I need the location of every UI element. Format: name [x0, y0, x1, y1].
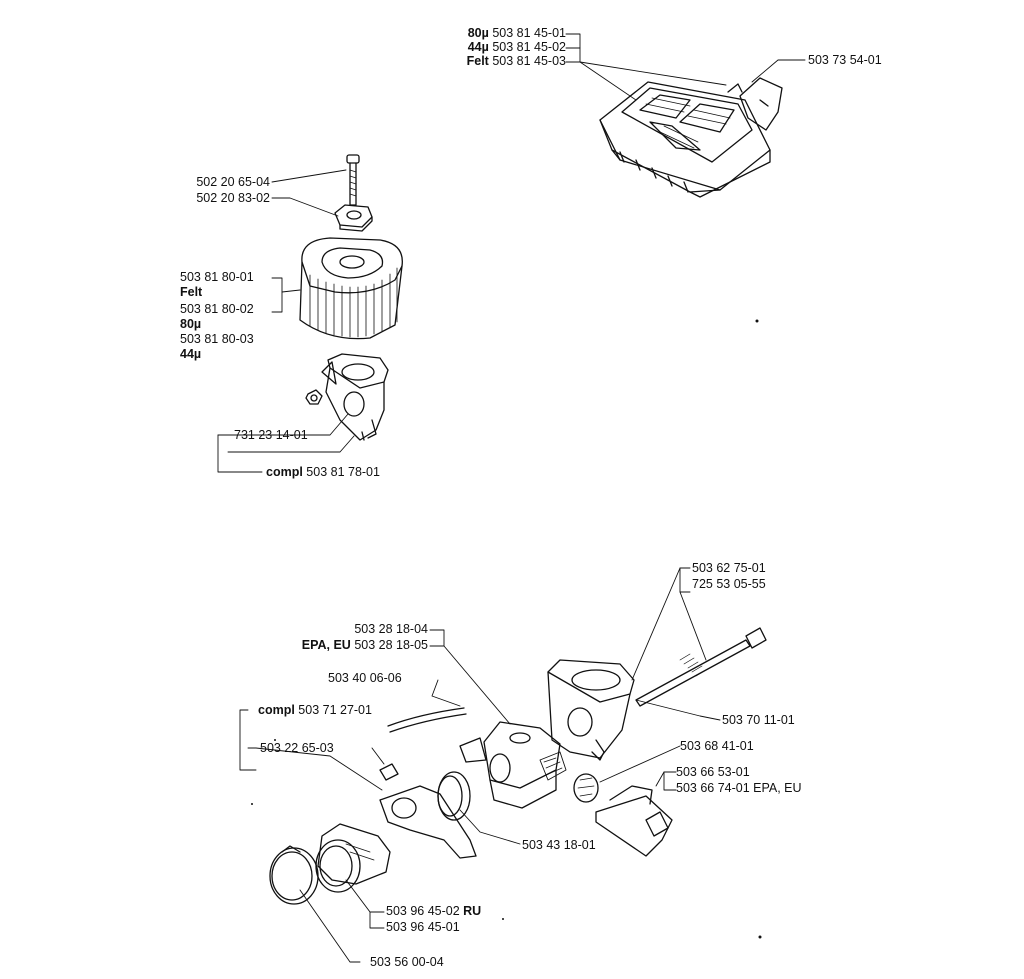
label-manifold-compl: compl 503 71 27-01 — [258, 703, 372, 717]
label-filter-80-number: 503 81 80-02 — [180, 302, 254, 316]
label-intake-ru: 503 96 45-02 RU — [386, 904, 482, 918]
label-link-a: 503 66 53-01 — [676, 765, 750, 779]
bolt-part — [346, 154, 360, 206]
gasket-round-part — [573, 773, 599, 803]
label-rod-a: 503 62 75-01 — [692, 561, 766, 575]
label-filter-80-tag: 80µ — [180, 317, 202, 331]
label-fuel-hose: 503 40 06-06 — [328, 671, 402, 685]
filter-holder-part — [305, 353, 389, 441]
label-filter-44-number: 503 81 80-03 — [180, 332, 254, 346]
throttle-rod-part — [635, 627, 767, 707]
hose-clamp-part — [269, 845, 319, 905]
leader-lines-top-right — [565, 33, 806, 101]
air-filter-part — [299, 237, 403, 340]
label-filter-44-tag: 44µ — [180, 347, 202, 361]
intake-boot-part — [315, 823, 391, 893]
label-intake: 503 96 45-01 — [386, 920, 460, 934]
label-holder-compl: compl 503 81 78-01 — [266, 465, 380, 479]
label-manifold-part: 503 22 65-03 — [260, 741, 334, 755]
carburettor-part — [459, 721, 567, 809]
manifold-part — [379, 763, 477, 859]
label-hose-clamp: 503 56 00-04 — [370, 955, 444, 969]
carb-holder-part — [547, 659, 635, 761]
label-holder-nut: 731 23 14-01 — [234, 428, 308, 442]
label-ring: 503 43 18-01 — [522, 838, 596, 852]
label-filter-44: 44µ 503 81 45-02 — [467, 40, 566, 54]
label-nut: 502 20 83-02 — [196, 191, 270, 205]
linkage-part — [595, 785, 673, 857]
nut-part — [334, 204, 373, 232]
label-filter-felt-number: 503 81 80-01 — [180, 270, 254, 284]
label-holder-bottom: 503 70 11-01 — [722, 713, 795, 727]
label-filter-felt: Felt 503 81 45-03 — [466, 54, 566, 68]
prefilter-assembly — [599, 77, 783, 198]
label-gasket-round: 503 68 41-01 — [680, 739, 754, 753]
label-filter-cover: 503 73 54-01 — [808, 53, 882, 67]
label-filter-felt-tag: Felt — [180, 285, 203, 299]
label-carburettor-epa: EPA, EU 503 28 18-05 — [301, 638, 428, 652]
label-rod-b: 725 53 05-55 — [692, 577, 766, 591]
label-carburettor: 503 28 18-04 — [354, 622, 428, 636]
fuel-hose-part — [387, 707, 467, 733]
leader-lines-top-left — [217, 169, 355, 473]
label-bolt: 502 20 65-04 — [196, 175, 270, 189]
label-filter-80: 80µ 503 81 45-01 — [467, 26, 566, 40]
label-link-b: 503 66 74-01 EPA, EU — [676, 781, 802, 795]
ring-part — [437, 771, 471, 821]
leader-lines-bottom — [239, 567, 721, 963]
scan-specks — [251, 319, 762, 939]
